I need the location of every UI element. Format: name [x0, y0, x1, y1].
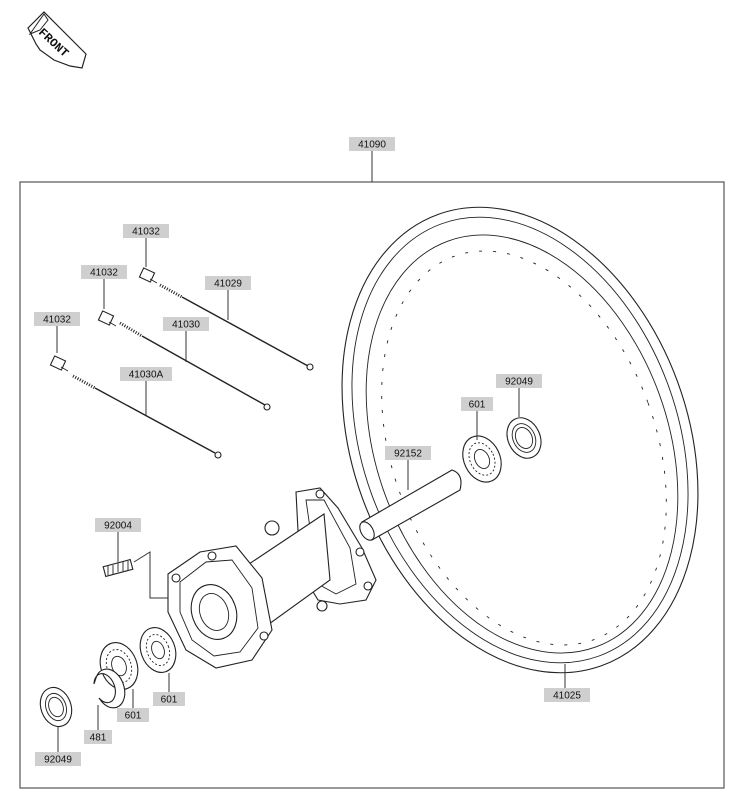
- callout-seal-left: 92049: [35, 752, 81, 766]
- nipple-top: [138, 267, 158, 284]
- callout-stud-text: 92004: [104, 521, 132, 532]
- circlip: [93, 668, 126, 709]
- callout-nipple-top-text: 41032: [132, 227, 160, 238]
- callout-bearing-right-text: 601: [469, 400, 486, 411]
- spoke-top: [159, 283, 314, 371]
- callout-spoke-top-text: 41029: [214, 279, 242, 290]
- callout-bearing-left-inner-text: 601: [161, 695, 178, 706]
- callout-circlip: 481: [84, 730, 112, 744]
- callout-spoke-mid: 41030: [163, 317, 209, 331]
- callout-spoke-low: 41030A: [120, 367, 172, 381]
- callout-collar-text: 92152: [394, 449, 422, 460]
- spoke-mid: [119, 321, 271, 411]
- callout-seal-left-text: 92049: [44, 755, 72, 766]
- stud-bolt: [102, 558, 134, 578]
- front-direction-arrow-icon: FRONT: [27, 11, 87, 69]
- wheel-hub: [167, 487, 377, 669]
- callout-spoke-mid-text: 41030: [172, 320, 200, 331]
- callout-bearing-left-outer: 601: [117, 708, 149, 722]
- callout-spoke-top: 41029: [205, 276, 251, 290]
- callout-circlip-text: 481: [90, 733, 107, 744]
- callout-assembly-text: 41090: [358, 140, 386, 151]
- nipple-low: [49, 355, 69, 372]
- bearing-left-inner: [139, 627, 177, 673]
- callout-bearing-left-outer-text: 601: [125, 711, 142, 722]
- spoke-low: [72, 374, 222, 459]
- callout-bearing-left-inner: 601: [153, 692, 185, 706]
- seal-right: [506, 417, 542, 459]
- bearing-right: [462, 435, 502, 483]
- callout-rim-text: 41025: [553, 691, 581, 702]
- callout-rim: 41025: [544, 688, 590, 702]
- callout-nipple-low-text: 41032: [43, 315, 71, 326]
- callout-collar: 92152: [385, 446, 431, 460]
- callout-seal-right: 92049: [496, 374, 542, 388]
- callout-nipple-mid: 41032: [81, 265, 127, 279]
- callout-stud: 92004: [95, 518, 141, 532]
- callout-spoke-low-text: 41030A: [129, 370, 164, 381]
- callout-nipple-low: 41032: [34, 312, 80, 326]
- seal-left: [39, 686, 73, 728]
- collar-tube: [359, 469, 462, 541]
- nipple-mid: [97, 310, 117, 327]
- callout-assembly: 41090: [349, 137, 395, 151]
- callout-seal-right-text: 92049: [505, 377, 533, 388]
- callout-bearing-right: 601: [461, 397, 493, 411]
- callout-nipple-mid-text: 41032: [90, 268, 118, 279]
- callout-nipple-top: 41032: [123, 224, 169, 238]
